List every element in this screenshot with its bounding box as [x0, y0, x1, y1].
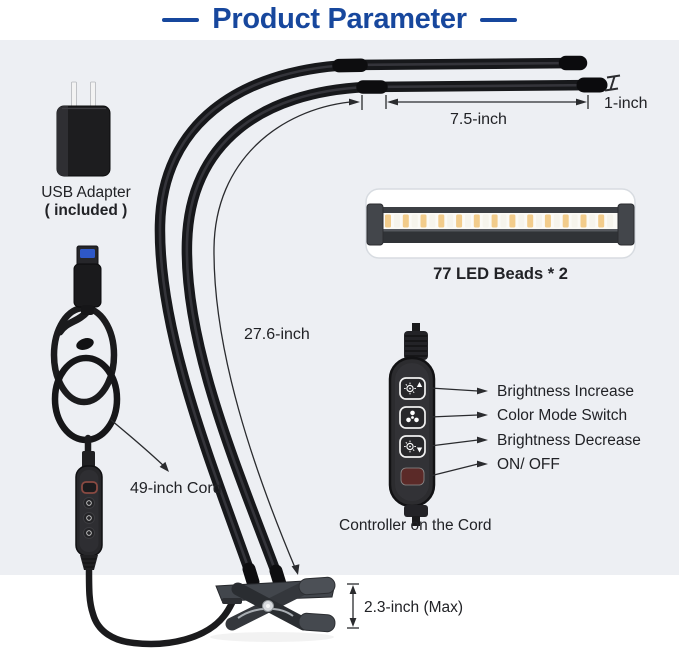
cable-tie [76, 338, 94, 350]
color-mode-label: Color Mode Switch [497, 407, 628, 424]
gooseneck-arms [154, 55, 608, 591]
inline-cord-controller [75, 451, 103, 570]
small-power-icon [81, 481, 98, 494]
controller-caption: Controller on the Cord [339, 517, 492, 534]
color-mode-icon [399, 406, 426, 429]
usb-adapter [56, 81, 111, 177]
led-panel [365, 188, 636, 259]
usb-plug [73, 245, 102, 315]
measurement-arrowheads [159, 98, 587, 627]
title-dash-right [479, 18, 517, 22]
brightness-decrease-label: Brightness Decrease [497, 432, 641, 449]
cord-length-label: 49-inch Cord [130, 480, 222, 497]
clamp-pad-bottom [298, 612, 336, 633]
title-dash-left [162, 18, 200, 22]
led-beads [385, 214, 614, 228]
brightness-increase-icon [399, 377, 426, 400]
usb-adapter-included-label: ( included ) [44, 202, 128, 219]
clamp [215, 576, 336, 633]
small-buttons-icons [83, 497, 95, 539]
clamp-pad-top [298, 576, 336, 596]
power-icon [400, 467, 425, 486]
head-thickness-label: 1-inch [604, 95, 648, 112]
gooseneck-length-label: 27.6-inch [244, 326, 310, 343]
power-label: ON/ OFF [497, 456, 560, 473]
brightness-decrease-icon [399, 435, 426, 458]
clamp-shadow [210, 632, 334, 642]
led-beads-caption: 77 LED Beads * 2 [433, 265, 568, 283]
gray-background [0, 40, 679, 575]
title-bar: Product Parameter [0, 0, 679, 40]
page-title: Product Parameter [212, 2, 467, 35]
measurement-lines [110, 74, 621, 629]
head-length-label: 7.5-inch [450, 111, 507, 128]
cord-controller [388, 323, 436, 526]
clamp-open-label: 2.3-inch (Max) [364, 599, 464, 616]
usb-adapter-label: USB Adapter [41, 184, 131, 201]
brightness-increase-label: Brightness Increase [497, 383, 634, 400]
